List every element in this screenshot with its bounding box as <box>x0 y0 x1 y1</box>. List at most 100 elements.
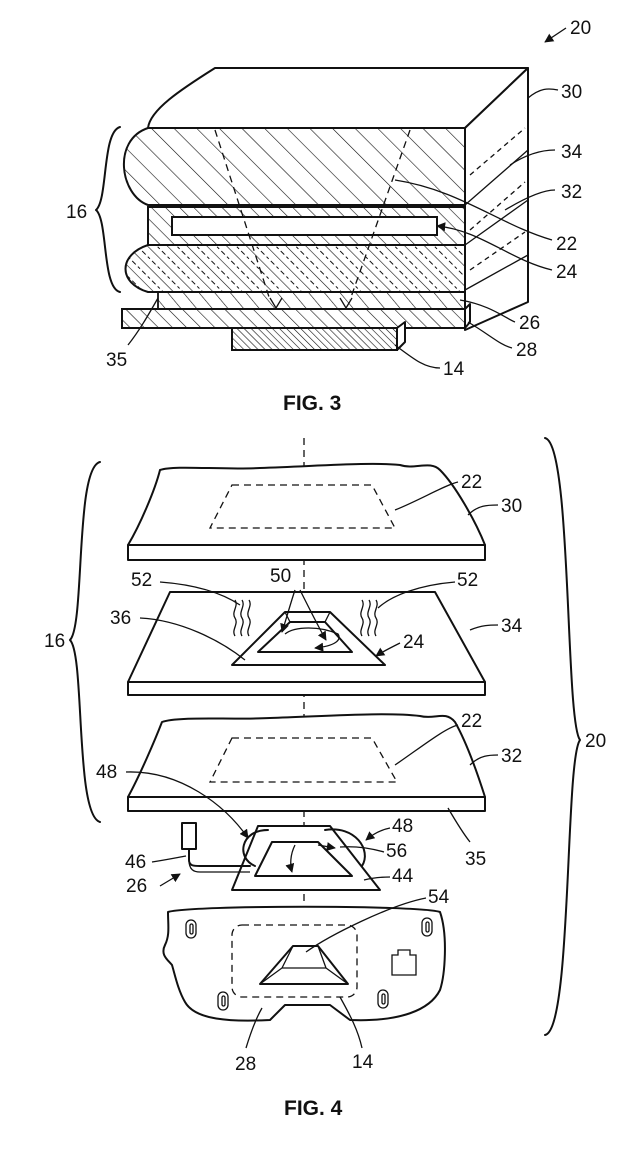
ref-label-22a: 22 <box>461 472 482 493</box>
ref-label-20: 20 <box>570 18 591 39</box>
leader-54 <box>305 897 427 953</box>
leader-52b <box>377 581 456 609</box>
ref-label-14-fig4: 14 <box>352 1052 374 1073</box>
figure-4-caption: FIG. 4 <box>284 1097 343 1120</box>
heating-element-24-cross-section <box>171 216 438 236</box>
ref-label-28-fig4: 28 <box>235 1054 256 1075</box>
ref-label-22: 22 <box>556 234 577 255</box>
leader-52a <box>159 581 241 606</box>
ref-label-22b: 22 <box>461 711 482 732</box>
leader-22b <box>394 724 459 766</box>
ref-label-14: 14 <box>443 359 465 380</box>
layer-32-edge <box>127 796 486 812</box>
ref-label-52a: 52 <box>131 570 152 591</box>
ref-label-46: 46 <box>125 852 146 873</box>
ref-label-20-fig4: 20 <box>585 731 606 752</box>
heating-element-bevel <box>284 611 331 623</box>
ref-label-24-fig4: 24 <box>403 632 425 653</box>
ref-label-34-fig4: 34 <box>501 616 523 637</box>
leader-22 <box>394 179 553 241</box>
leader-46 <box>151 855 187 863</box>
leader-32 <box>504 189 556 211</box>
leader-28 <box>467 321 513 349</box>
layer-30-plate <box>127 462 486 546</box>
brace-20 <box>544 437 581 1036</box>
heat-sink-pad-48-left <box>242 829 269 867</box>
cone-line-right <box>349 129 411 301</box>
figure-4: 20 16 22 30 52 50 52 36 34 24 22 32 48 4… <box>44 437 606 1120</box>
wire-46-outline <box>188 849 250 873</box>
stack-side-face <box>464 67 529 331</box>
leader-32-fig4 <box>469 754 499 766</box>
leader-35 <box>127 297 159 346</box>
heat-wave-icon <box>233 599 251 637</box>
ref-label-26: 26 <box>519 313 540 334</box>
window-22-top <box>208 484 397 529</box>
ref-label-35: 35 <box>106 350 127 371</box>
ref-label-30-fig4: 30 <box>501 496 522 517</box>
side-face-layer-lines <box>464 127 529 291</box>
mounting-slots <box>185 917 433 1011</box>
leader-48b <box>365 827 391 841</box>
ref-label-32: 32 <box>561 182 582 203</box>
wire-46 <box>188 848 251 867</box>
layer-26-aperture <box>254 841 353 877</box>
sensor-region-14 <box>231 924 358 998</box>
ref-label-32-fig4: 32 <box>501 746 522 767</box>
ref-label-44: 44 <box>392 866 414 887</box>
layer-34-edge <box>127 681 486 696</box>
leader-24 <box>436 222 553 271</box>
layer-32-plate <box>127 713 486 798</box>
sensor-14-cross-section <box>231 327 398 351</box>
ref-label-52b: 52 <box>457 570 478 591</box>
ref-label-16-fig4: 16 <box>44 631 65 652</box>
ref-label-34: 34 <box>561 142 583 163</box>
leader-24-fig4 <box>375 642 401 657</box>
arrow-icon <box>280 589 296 633</box>
brace-16 <box>95 126 121 293</box>
ref-label-35-fig4: 35 <box>465 849 486 870</box>
arrow-icon <box>159 873 181 887</box>
arrow-icon <box>284 627 340 652</box>
notch-left <box>269 297 283 310</box>
ref-label-48b: 48 <box>392 816 413 837</box>
ref-label-36: 36 <box>110 608 131 629</box>
ref-label-26-fig4: 26 <box>126 876 147 897</box>
leader-14-fig4 <box>339 996 363 1049</box>
arrow-icon <box>299 589 327 641</box>
leader-35-fig4 <box>447 807 471 843</box>
sensor-lens-facets <box>259 945 349 985</box>
leader-36 <box>139 617 246 661</box>
leader-14 <box>394 344 441 369</box>
arrow-icon <box>317 842 336 852</box>
cone-line-left <box>214 129 271 301</box>
heating-element-aperture <box>257 621 353 653</box>
connector-icon <box>391 949 417 976</box>
sensor-side <box>396 321 406 351</box>
ref-label-50: 50 <box>270 566 291 587</box>
heat-wave-icon <box>360 599 378 637</box>
notch-right <box>339 297 353 310</box>
leader-30-fig4 <box>467 504 499 516</box>
base-plate-28-cross-section <box>121 308 466 329</box>
layer-32-cross-section <box>124 244 466 293</box>
ref-label-28: 28 <box>516 340 537 361</box>
leader-56 <box>339 846 385 853</box>
leader-28-fig4 <box>245 1007 263 1049</box>
leader-30 <box>527 88 559 99</box>
figure-3-caption: FIG. 3 <box>283 392 341 415</box>
ref-label-56: 56 <box>386 841 407 862</box>
ref-label-30: 30 <box>561 82 582 103</box>
connector-icon <box>181 822 197 850</box>
ref-label-16: 16 <box>66 202 87 223</box>
layer-30-cross-section <box>123 127 466 206</box>
layer-26-cross-section <box>157 291 466 310</box>
leader-26 <box>459 299 516 323</box>
leader-22a <box>394 481 459 511</box>
arrow-icon <box>285 844 296 873</box>
arrow-icon <box>544 27 567 43</box>
ref-label-48a: 48 <box>96 762 117 783</box>
leader-48a <box>125 771 249 839</box>
